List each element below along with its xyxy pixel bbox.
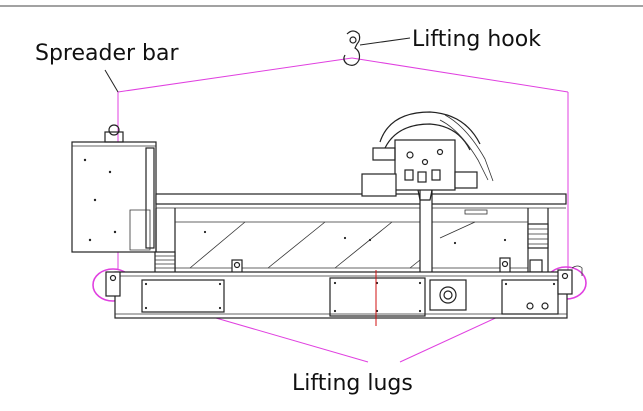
lifting-hook — [343, 30, 411, 66]
hook-leader — [359, 37, 411, 46]
lifting-lug-right — [557, 265, 583, 295]
spring-left — [154, 251, 176, 275]
base-box — [114, 271, 568, 319]
spreader-bar-leader — [104, 69, 119, 93]
label-lifting-lugs: Lifting lugs — [292, 371, 413, 396]
sling-left-top — [117, 57, 353, 93]
lifting-lug-left — [105, 271, 121, 297]
control-unit — [361, 111, 494, 279]
top-frame — [155, 193, 567, 215]
support-column — [419, 187, 433, 279]
label-lifting-hook: Lifting hook — [412, 27, 541, 52]
spring-right — [527, 223, 549, 273]
access-panel-center — [329, 277, 426, 317]
post-left-hole — [233, 261, 241, 269]
access-panel-left — [141, 279, 225, 313]
connector-plate — [429, 279, 467, 311]
left-cabinet — [71, 124, 157, 253]
sling-right-top — [351, 57, 569, 93]
access-panel-right — [501, 279, 559, 315]
post-right-hole — [501, 260, 509, 268]
label-spreader-bar: Spreader bar — [35, 41, 179, 66]
frame-web — [155, 208, 549, 272]
